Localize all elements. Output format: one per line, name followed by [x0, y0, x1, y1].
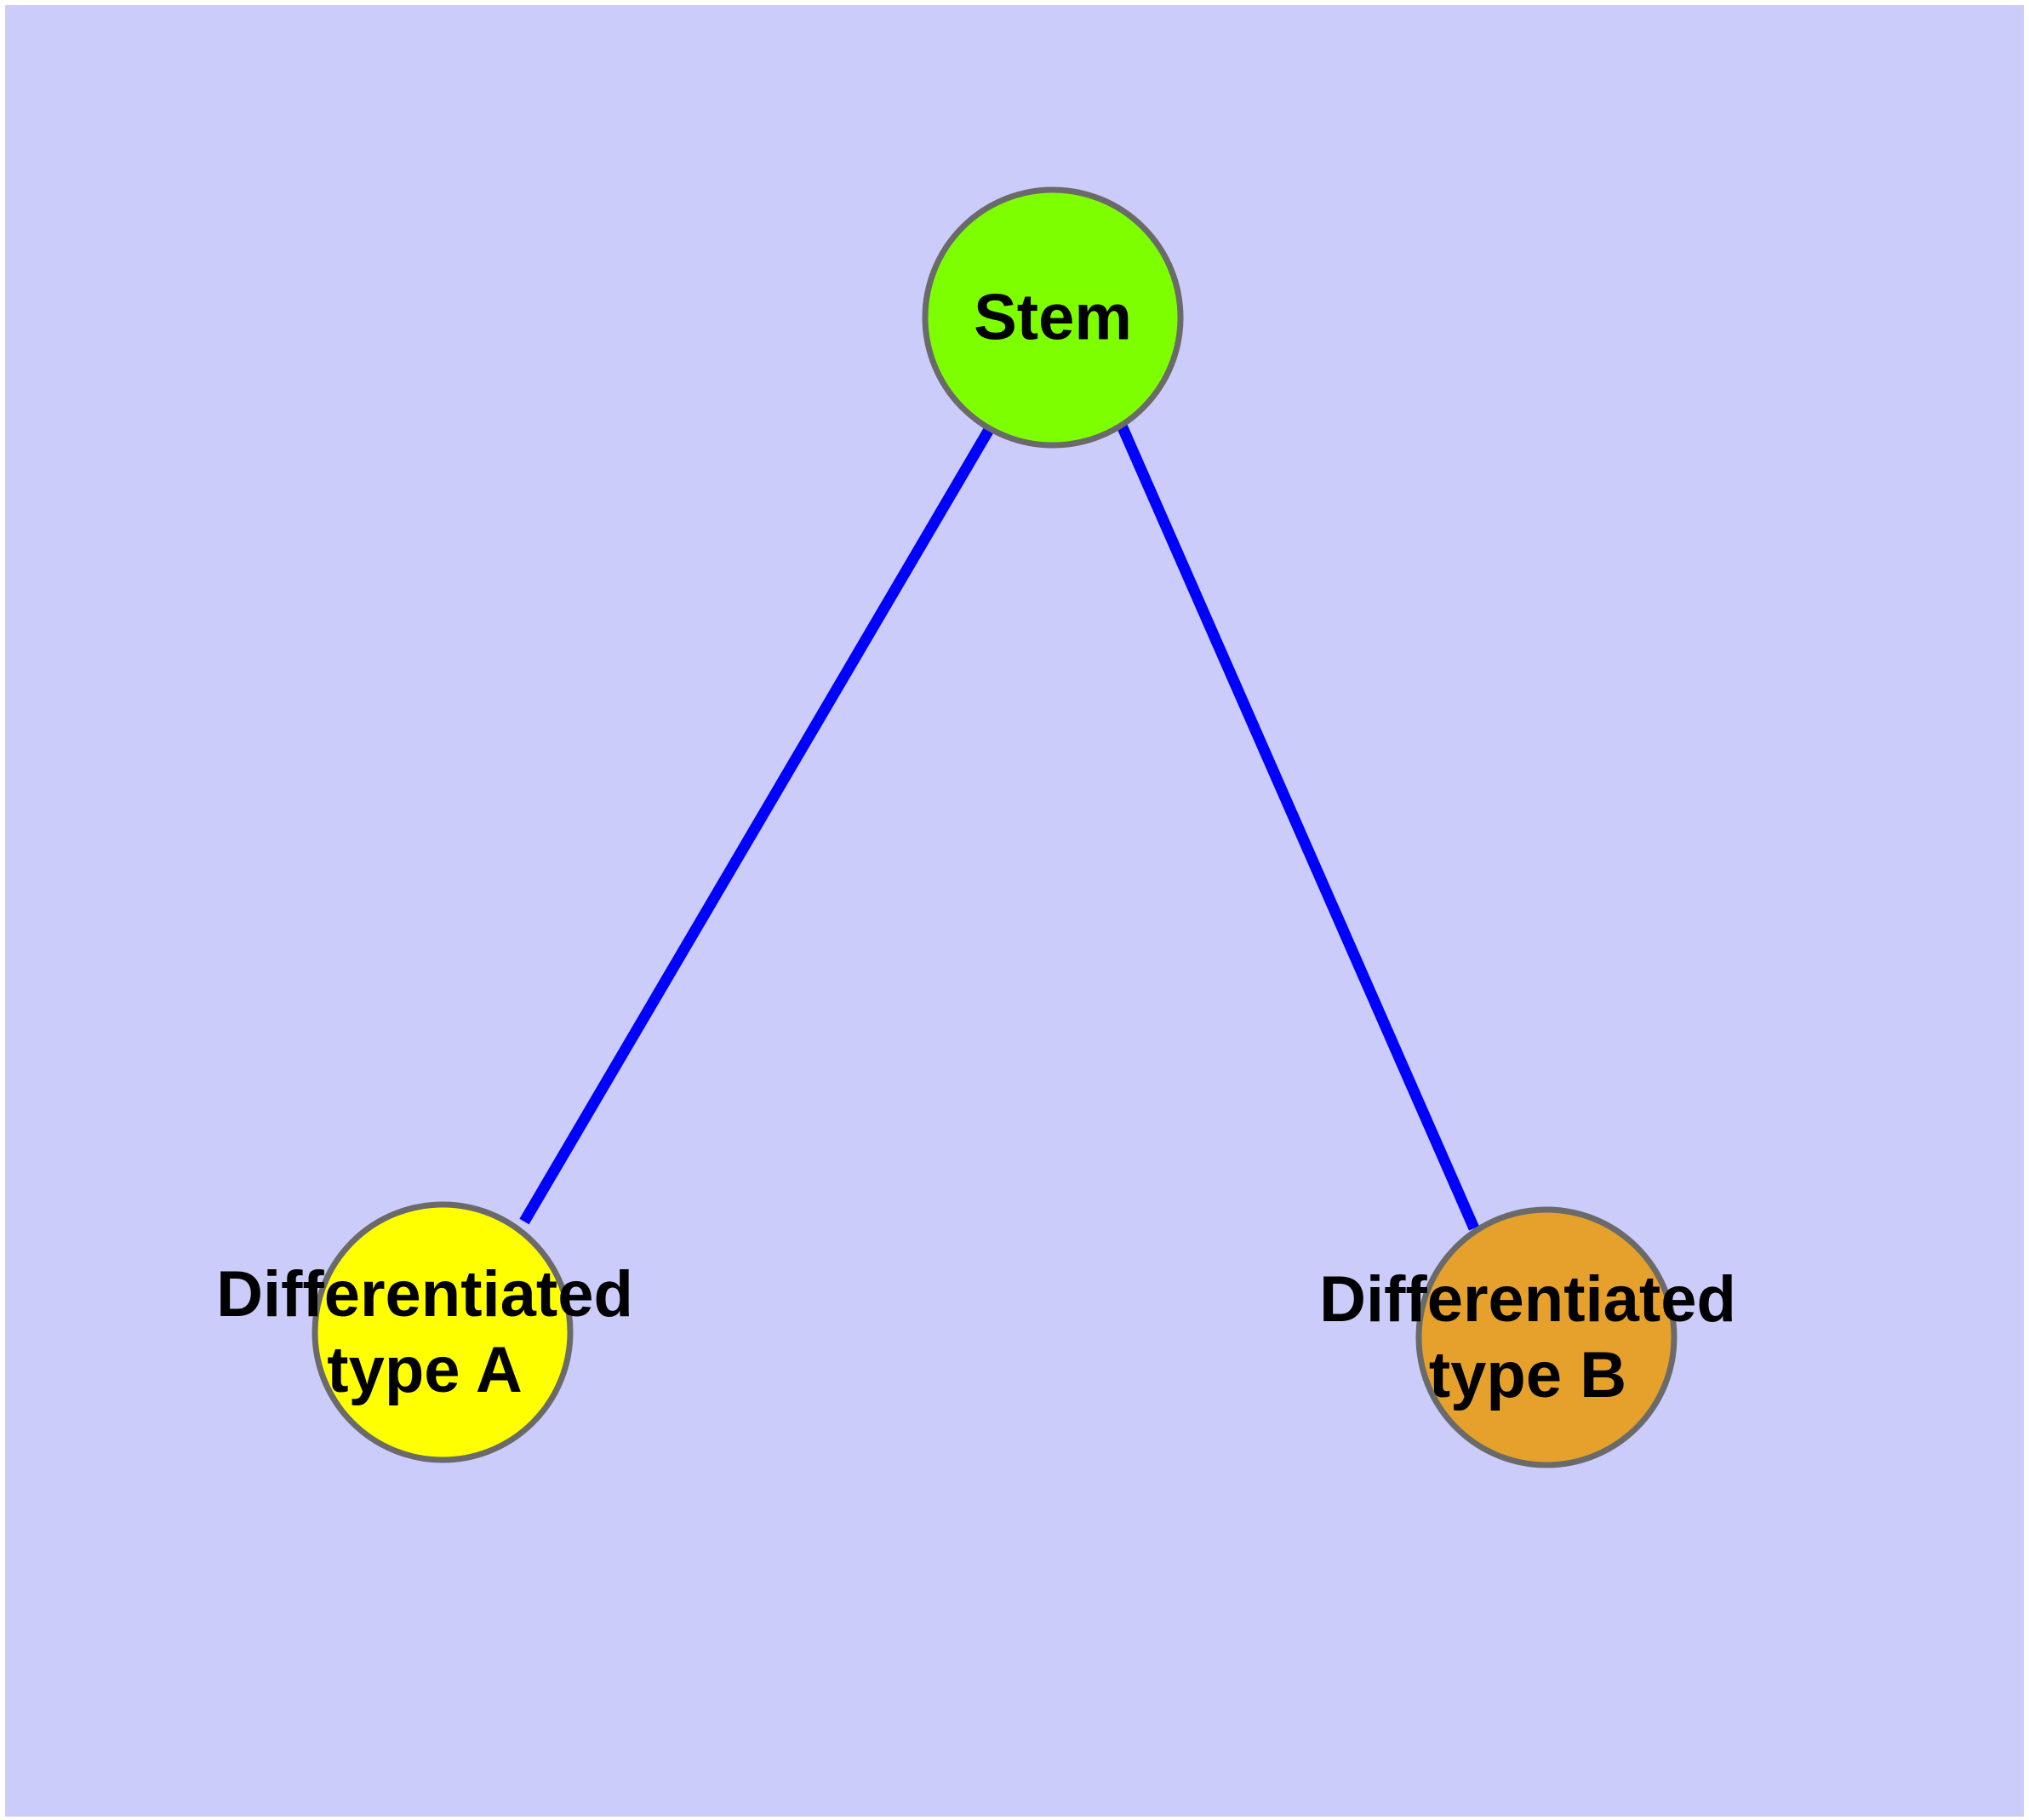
- node-differentiated-type-a[interactable]: [311, 1201, 574, 1463]
- node-stem-circle[interactable]: [922, 186, 1184, 449]
- edges-group: [519, 423, 1479, 1231]
- edge-stem-to-differentiated-type-b: [1117, 423, 1479, 1231]
- edge-stem-to-differentiated-type-a: [519, 425, 995, 1225]
- node-differentiated-type-b-circle[interactable]: [1415, 1206, 1677, 1468]
- node-stem[interactable]: [922, 186, 1184, 449]
- node-differentiated-type-b[interactable]: [1415, 1206, 1677, 1468]
- node-differentiated-type-a-circle[interactable]: [311, 1201, 574, 1463]
- nodes-group: [311, 186, 1677, 1468]
- node-stem-label: Stem: [974, 282, 1132, 354]
